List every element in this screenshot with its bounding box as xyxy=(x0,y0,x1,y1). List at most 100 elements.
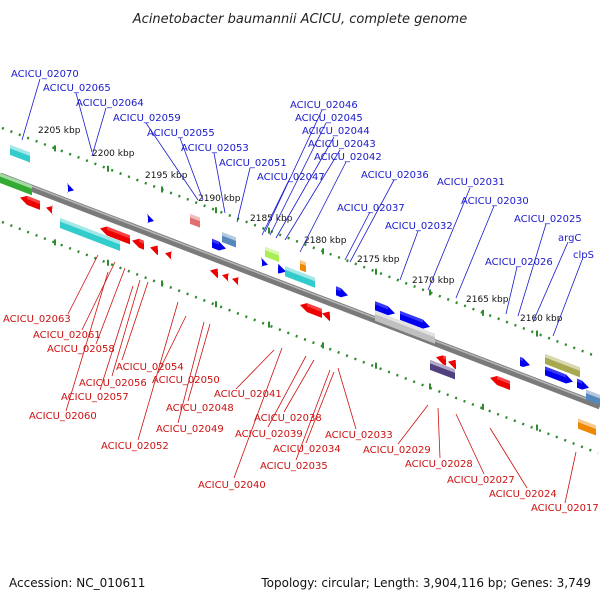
reverse-cds-arrow[interactable] xyxy=(165,251,172,261)
gene-label-reverse[interactable]: ACICU_02052 xyxy=(101,441,169,452)
gene-label-reverse[interactable]: ACICU_02039 xyxy=(235,429,303,440)
reverse-cds-arrow-shade xyxy=(238,276,239,281)
misc-feature-block[interactable] xyxy=(0,173,32,196)
gene-label-reverse[interactable]: ACICU_02056 xyxy=(79,378,147,389)
gene-label-reverse[interactable]: ACICU_02060 xyxy=(29,411,97,422)
reverse-cds-arrow[interactable] xyxy=(150,245,158,256)
gene-label-forward[interactable]: ACICU_02070 xyxy=(11,69,79,80)
reverse-cds-arrow[interactable] xyxy=(20,195,40,210)
gene-label-forward[interactable]: ACICU_02043 xyxy=(308,139,376,150)
reverse-cds-arrow-shade xyxy=(107,226,130,239)
gene-label-reverse[interactable]: ACICU_02033 xyxy=(325,430,393,441)
reverse-cds-arrow[interactable] xyxy=(490,376,510,390)
gene-label-forward[interactable]: argC xyxy=(558,233,581,244)
gene-label-reverse[interactable]: ACICU_02029 xyxy=(363,445,431,456)
misc-feature-block[interactable] xyxy=(222,232,236,248)
misc-feature-block-shade xyxy=(375,310,435,338)
gene-label-forward[interactable]: ACICU_02051 xyxy=(219,158,287,169)
misc-feature-block[interactable] xyxy=(430,359,455,380)
reverse-cds-arrow[interactable] xyxy=(100,226,130,245)
forward-cds-arrow[interactable] xyxy=(278,264,286,274)
forward-cds-arrow[interactable] xyxy=(147,213,154,224)
forward-cds-arrow[interactable] xyxy=(577,378,589,390)
gene-label-forward[interactable]: clpS xyxy=(573,250,594,261)
leader-line xyxy=(532,241,569,323)
forward-cds-arrow-shape xyxy=(261,257,268,267)
misc-feature-block[interactable] xyxy=(545,353,580,378)
forward-cds-arrow[interactable] xyxy=(520,356,530,367)
reverse-cds-arrow[interactable] xyxy=(436,355,446,366)
gene-label-reverse[interactable]: ACICU_02038 xyxy=(254,413,322,424)
gene-label-forward[interactable]: ACICU_02047 xyxy=(257,172,325,183)
gene-label-forward[interactable]: ACICU_02065 xyxy=(43,83,111,94)
reverse-cds-arrow[interactable] xyxy=(210,268,218,279)
gene-label-forward[interactable]: ACICU_02046 xyxy=(290,100,358,111)
reverse-cds-arrow[interactable] xyxy=(448,359,456,370)
gene-label-forward[interactable]: ACICU_02042 xyxy=(314,152,382,163)
gene-label-reverse[interactable]: ACICU_02035 xyxy=(260,461,328,472)
reverse-cds-arrow[interactable] xyxy=(322,311,330,321)
forward-cds-arrow[interactable] xyxy=(375,301,395,316)
gene-label-forward[interactable]: ACICU_02030 xyxy=(461,196,529,207)
misc-feature-block[interactable] xyxy=(375,310,435,344)
gene-label-forward[interactable]: ACICU_02025 xyxy=(514,214,582,225)
gene-label-reverse[interactable]: ACICU_02040 xyxy=(198,480,266,491)
reverse-cds-arrow[interactable] xyxy=(300,303,322,318)
gene-label-reverse[interactable]: ACICU_02058 xyxy=(47,344,115,355)
forward-cds-arrow[interactable] xyxy=(261,257,268,267)
gene-label-reverse[interactable]: ACICU_02063 xyxy=(3,314,71,325)
gene-label-reverse[interactable]: ACICU_02028 xyxy=(405,459,473,470)
gene-label-forward[interactable]: ACICU_02045 xyxy=(295,113,363,124)
misc-feature-block[interactable] xyxy=(586,389,600,405)
forward-cds-arrow-shade xyxy=(336,286,341,292)
misc-feature-block[interactable] xyxy=(578,418,596,436)
forward-cds-arrow-shade xyxy=(400,310,423,323)
gene-label-forward[interactable]: ACICU_02059 xyxy=(113,113,181,124)
misc-feature-block[interactable] xyxy=(285,266,315,288)
leader-line xyxy=(213,152,226,214)
gene-label-reverse[interactable]: ACICU_02041 xyxy=(214,389,282,400)
gene-label-reverse[interactable]: ACICU_02061 xyxy=(33,330,101,341)
gene-label-forward[interactable]: ACICU_02032 xyxy=(385,221,453,232)
misc-feature-block[interactable] xyxy=(10,144,30,163)
forward-cds-arrow[interactable] xyxy=(400,310,430,329)
misc-feature-block[interactable] xyxy=(300,260,306,273)
gene-label-reverse[interactable]: ACICU_02017 xyxy=(531,503,599,514)
gene-label-reverse[interactable]: ACICU_02027 xyxy=(447,475,515,486)
leader-line xyxy=(145,122,199,201)
scale-label: 2170 kbp xyxy=(412,276,455,286)
gene-label-reverse[interactable]: ACICU_02024 xyxy=(489,489,557,500)
forward-cds-arrow[interactable] xyxy=(212,238,226,251)
misc-feature-block[interactable] xyxy=(60,218,120,251)
forward-cds-arrow[interactable] xyxy=(336,286,348,298)
feature-layer xyxy=(0,144,600,436)
gene-label-reverse[interactable]: ACICU_02057 xyxy=(61,392,129,403)
reverse-cds-arrow[interactable] xyxy=(222,272,229,283)
gene-label-forward[interactable]: ACICU_02053 xyxy=(181,143,249,154)
forward-cds-arrow-shape xyxy=(278,264,286,274)
gene-label-reverse[interactable]: ACICU_02034 xyxy=(273,444,341,455)
gene-label-reverse[interactable]: ACICU_02049 xyxy=(156,424,224,435)
gene-label-forward[interactable]: ACICU_02036 xyxy=(361,170,429,181)
reverse-cds-arrow[interactable] xyxy=(46,205,53,215)
leader-line xyxy=(157,315,187,374)
gene-label-forward[interactable]: ACICU_02031 xyxy=(437,177,505,188)
gene-label-forward[interactable]: ACICU_02064 xyxy=(76,98,144,109)
misc-feature-block[interactable] xyxy=(265,246,279,262)
gene-label-reverse[interactable]: ACICU_02048 xyxy=(166,403,234,414)
forward-cds-arrow-shape xyxy=(147,213,154,224)
gene-label-reverse[interactable]: ACICU_02054 xyxy=(116,362,184,373)
forward-cds-arrow[interactable] xyxy=(545,366,573,384)
reverse-cds-arrow[interactable] xyxy=(232,276,239,287)
gene-label-forward[interactable]: ACICU_02037 xyxy=(337,203,405,214)
misc-feature-block-shade xyxy=(190,213,200,222)
reverse-cds-arrow[interactable] xyxy=(132,238,144,250)
leader-line xyxy=(427,187,471,291)
forward-cds-arrow[interactable] xyxy=(67,183,74,193)
gene-label-forward[interactable]: ACICU_02055 xyxy=(147,128,215,139)
reverse-gene-labels: ACICU_02063 ACICU_02061 ACICU_02058 ACIC… xyxy=(3,314,599,514)
gene-label-reverse[interactable]: ACICU_02050 xyxy=(152,375,220,386)
gene-label-forward[interactable]: ACICU_02044 xyxy=(302,126,370,137)
gene-label-forward[interactable]: ACICU_02026 xyxy=(485,257,553,268)
misc-feature-block[interactable] xyxy=(190,213,200,228)
